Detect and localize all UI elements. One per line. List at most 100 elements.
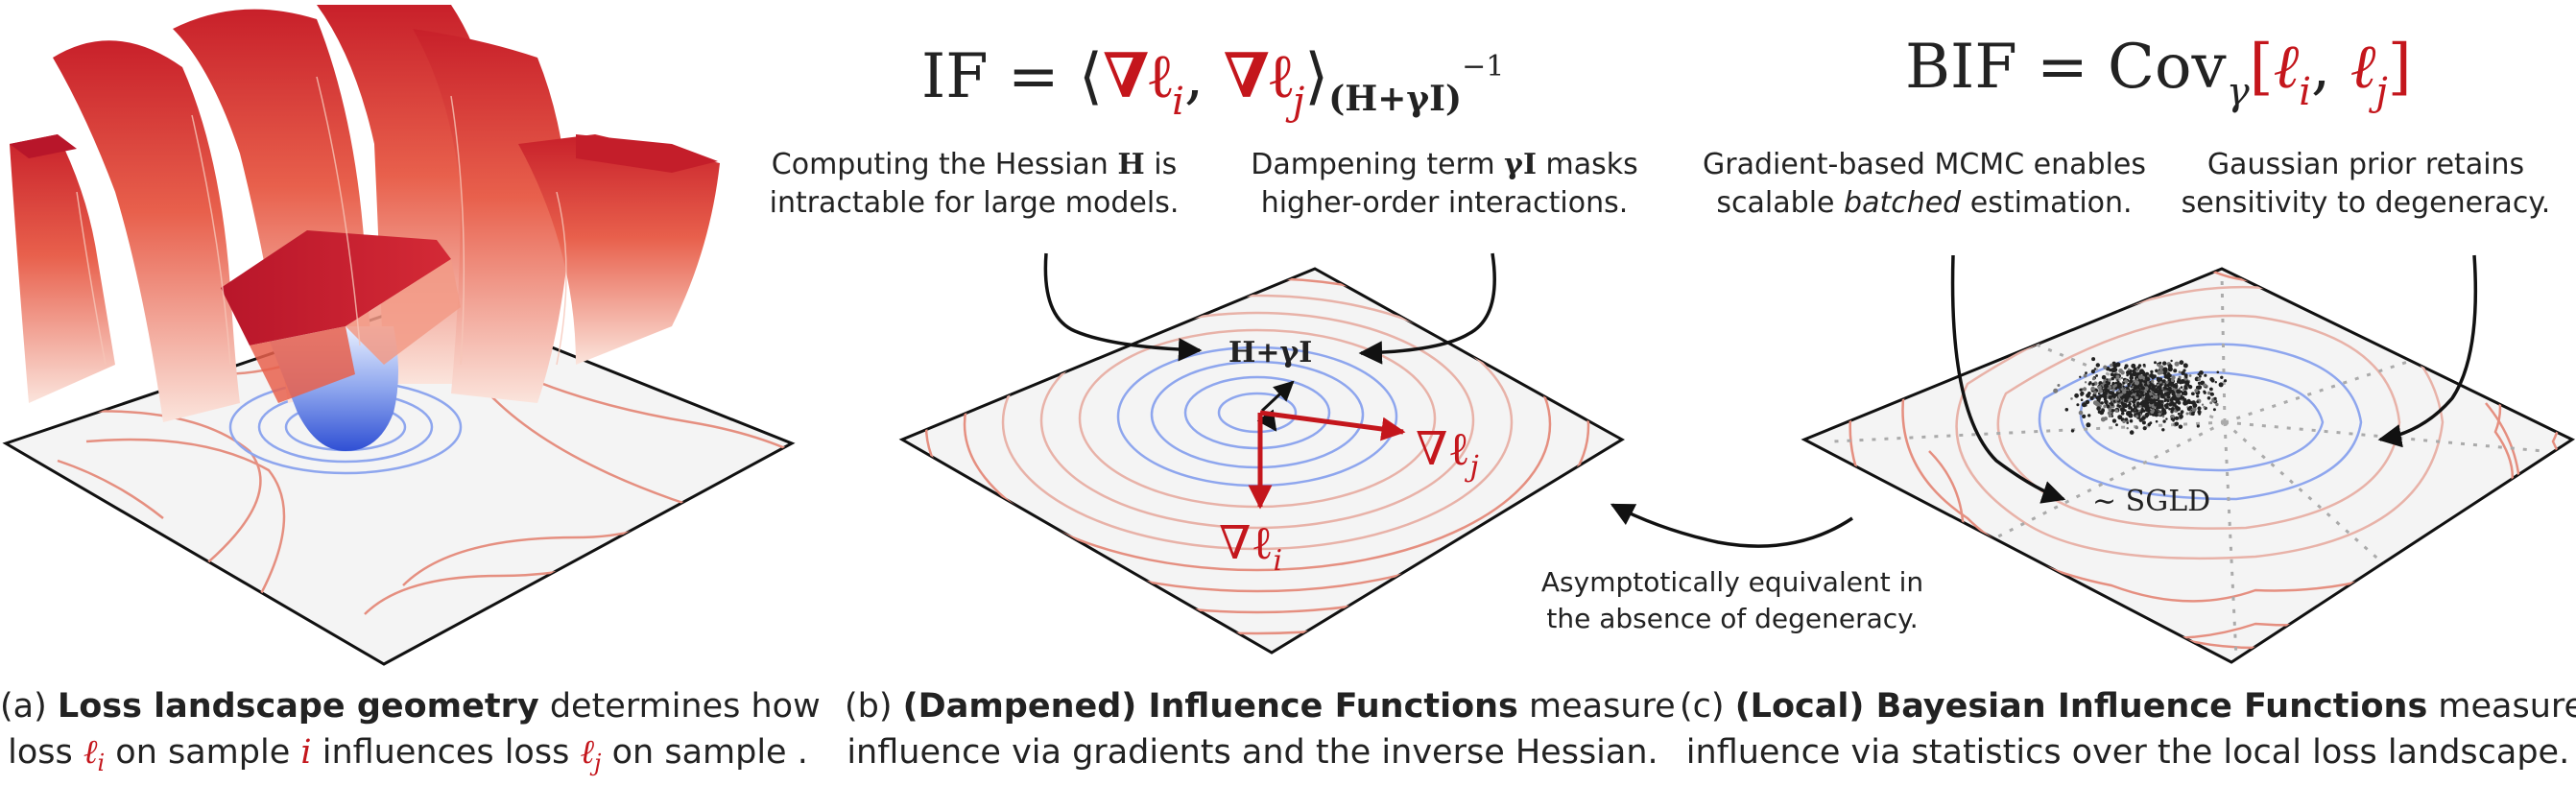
sgld-sample-point	[2138, 405, 2142, 408]
sgld-sample-point	[2159, 369, 2164, 375]
sgld-sample-point	[2108, 407, 2112, 412]
sgld-sample-point	[2079, 375, 2082, 378]
sgld-sample-point	[2085, 371, 2087, 374]
sgld-sample-point	[2108, 395, 2112, 400]
sgld-sample-point	[2150, 369, 2154, 374]
sgld-sample-point	[2115, 423, 2118, 427]
sgld-sample-point	[2087, 414, 2091, 417]
sgld-sample-point	[2214, 381, 2217, 384]
sgld-sample-point	[2120, 401, 2124, 405]
sgld-sample-point	[2158, 412, 2161, 417]
sgld-sample-point	[2100, 417, 2106, 422]
if-grad-j: ∇ℓ	[1223, 40, 1293, 112]
sgld-sample-point	[2124, 398, 2128, 403]
if-metric: (H+γI)	[1328, 79, 1463, 119]
sgld-sample-point	[2098, 389, 2103, 393]
sgld-sample-point	[2135, 425, 2138, 430]
bif-gamma: γ	[2226, 70, 2250, 114]
sgld-sample-point	[2164, 404, 2169, 408]
sgld-sample-point	[2137, 374, 2143, 380]
sgld-sample-point	[2104, 399, 2109, 405]
sgld-sample-point	[2134, 380, 2140, 386]
sgld-sample-point	[2166, 395, 2171, 399]
sgld-sample-point	[2182, 397, 2187, 402]
sgld-sample-point	[2162, 361, 2167, 366]
sgld-sample-point	[2103, 365, 2108, 369]
sgld-sample-point	[2144, 380, 2148, 384]
sgld-sample-point	[2079, 388, 2083, 392]
sgld-sample-point	[2165, 391, 2171, 396]
sgld-sample-point	[2192, 402, 2198, 408]
sgld-sample-point	[2130, 375, 2134, 378]
sgld-sample-point	[2144, 412, 2150, 417]
sgld-sample-point	[2163, 399, 2167, 402]
sgld-sample-point	[2126, 387, 2130, 391]
sgld-sample-point	[2177, 400, 2182, 405]
sgld-sample-point	[2180, 379, 2185, 384]
sgld-sample-point	[2213, 396, 2217, 400]
sgld-sample-point	[2157, 363, 2160, 368]
sgld-sample-point	[2089, 395, 2094, 400]
if-formula: IF = ⟨∇ℓi, ∇ℓj⟩(H+γI)−1	[921, 29, 1504, 140]
bif-sub-j: j	[2375, 70, 2388, 114]
sgld-sample-point	[2116, 404, 2120, 408]
sgld-sample-point	[2138, 378, 2144, 383]
sgld-sample-point	[2191, 406, 2197, 412]
sgld-sample-point	[2090, 387, 2095, 392]
sgld-sample-point	[2159, 365, 2164, 370]
sgld-sample-point	[2197, 385, 2203, 390]
if-langle: ⟨	[1079, 41, 1103, 112]
sgld-sample-point	[2141, 420, 2146, 425]
sgld-sample-point	[2131, 363, 2136, 369]
sgld-sample-point	[2120, 376, 2124, 380]
sgld-sample-point	[2171, 392, 2175, 395]
sgld-sample-point	[2132, 395, 2135, 398]
sgld-sample-point	[2094, 400, 2100, 406]
bif-cov: Cov	[2108, 32, 2227, 103]
sgld-sample-point	[2148, 386, 2152, 390]
if-sub-i: i	[1172, 80, 1184, 124]
sgld-sample-point	[2109, 402, 2111, 405]
sgld-sample-point	[2091, 382, 2095, 387]
sgld-sample-point	[2124, 364, 2129, 369]
sgld-sample-point	[2148, 390, 2151, 393]
sgld-sample-point	[2160, 387, 2164, 391]
sgld-sample-point	[2126, 421, 2129, 424]
sgld-sample-point	[2155, 419, 2159, 423]
sgld-sample-point	[2171, 375, 2176, 380]
sgld-sample-point	[2161, 412, 2165, 416]
sgld-sample-point	[2112, 367, 2118, 372]
sgld-sample-point	[2188, 374, 2192, 377]
sgld-sample-point	[2174, 384, 2179, 389]
sgld-sample-point	[2053, 388, 2059, 393]
sgld-sample-point	[2106, 403, 2109, 406]
sgld-sample-point	[2183, 385, 2187, 389]
sgld-sample-point	[2109, 391, 2113, 395]
sgld-sample-point	[2154, 388, 2159, 392]
note-dampening-term: Dampening term γI masks higher-order int…	[1251, 148, 1638, 220]
sgld-sample-point	[2076, 403, 2080, 407]
sgld-sample-point	[2177, 412, 2181, 416]
sgld-sample-point	[2176, 389, 2182, 394]
sgld-sample-point	[2128, 411, 2133, 415]
sgld-sample-point	[2144, 403, 2150, 409]
sgld-sample-point	[2122, 385, 2125, 388]
if-inverse: −1	[1462, 50, 1505, 83]
sgld-sample-point	[2159, 391, 2163, 396]
sgld-sample-point	[2111, 388, 2115, 392]
sgld-sample-point	[2087, 382, 2091, 386]
sgld-sample-point	[2178, 375, 2182, 379]
sgld-sample-point	[2096, 406, 2101, 411]
sgld-sample-point	[2135, 378, 2139, 381]
sgld-sample-point	[2083, 387, 2087, 392]
if-equals: =	[1008, 41, 1060, 112]
sgld-sample-point	[2133, 379, 2135, 383]
if-rangle: ⟩	[1304, 41, 1329, 112]
sgld-sample-point	[2183, 364, 2188, 369]
sgld-sample-point	[2196, 394, 2200, 398]
sgld-sample-point	[2182, 390, 2187, 394]
sgld-sample-point	[2109, 368, 2112, 372]
sgld-sample-point	[2135, 393, 2140, 397]
sgld-sample-point	[2108, 378, 2111, 382]
sgld-sample-point	[2186, 399, 2191, 404]
